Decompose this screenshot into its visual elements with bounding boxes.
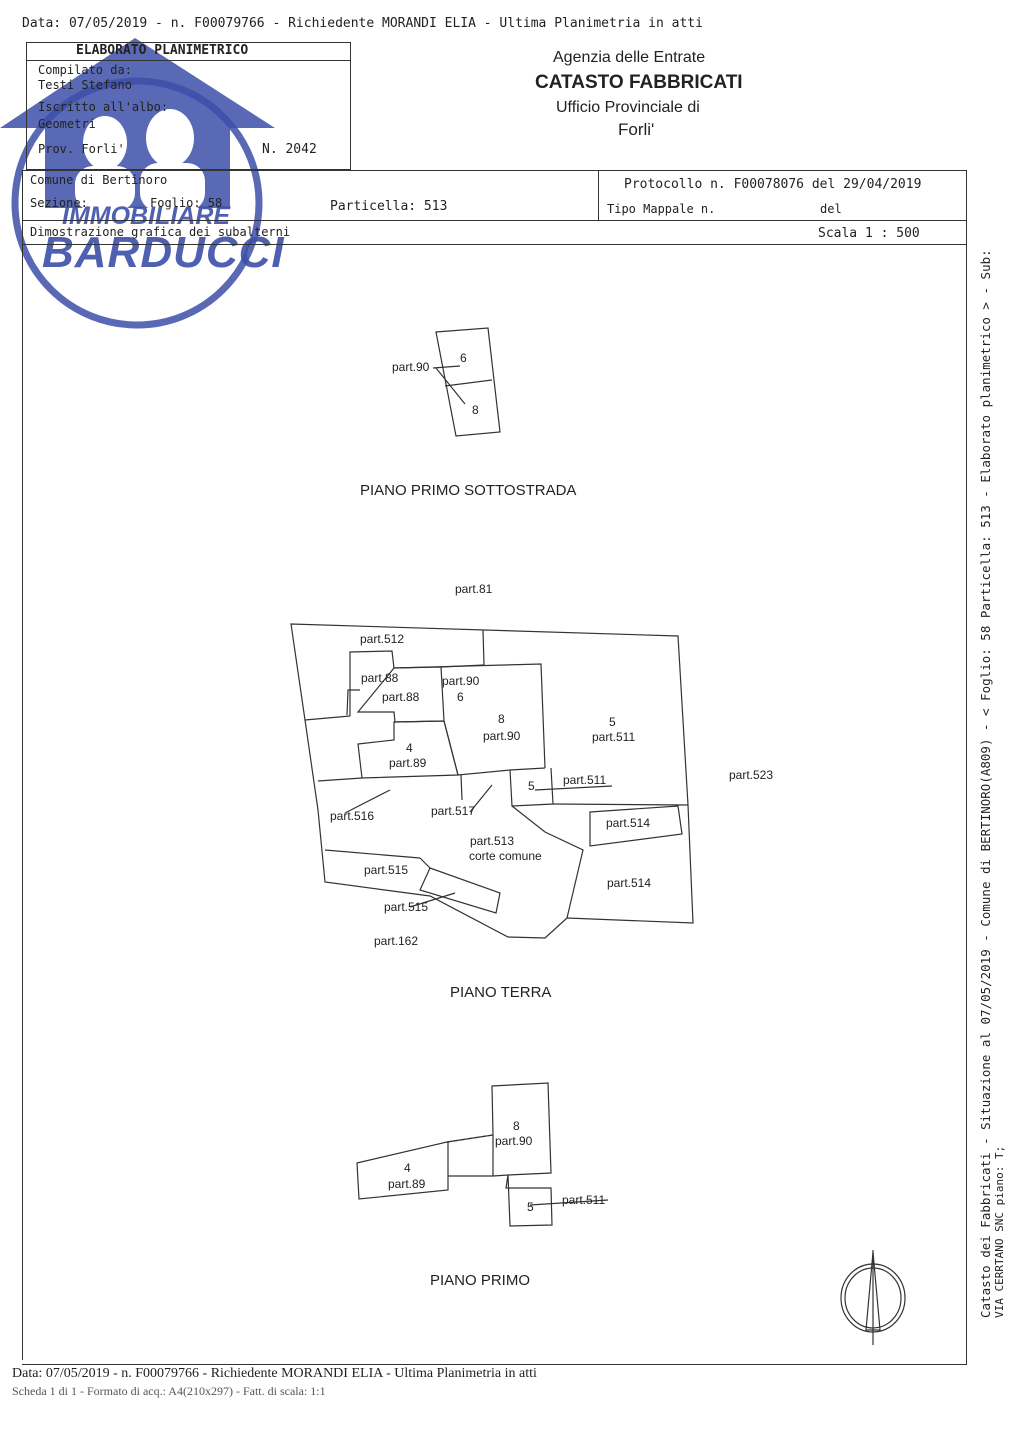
- label-t-p88a: part.88: [361, 671, 399, 685]
- label-p-5: 5: [527, 1200, 534, 1214]
- label-t-p516: part.516: [330, 809, 374, 823]
- label-p-8: 8: [513, 1119, 520, 1133]
- label-t-p90b: part.90: [483, 729, 521, 743]
- agency-name: Agenzia delle Entrate: [553, 49, 706, 66]
- dimostrazione: Dimostrazione grafica dei subalterni: [30, 225, 291, 239]
- house-icon: [0, 38, 275, 208]
- compilato-label: Compilato da:: [38, 63, 132, 77]
- label-t-p517: part.517: [431, 804, 475, 818]
- label-t-p515a: part.515: [364, 863, 408, 877]
- label-s-part90: part.90: [392, 360, 430, 374]
- del-label: del: [820, 202, 842, 216]
- person-icon: [83, 116, 127, 170]
- label-t-4: 4: [406, 741, 413, 755]
- agency-ufficio: Ufficio Provinciale di: [556, 99, 700, 116]
- label-s-8: 8: [472, 403, 479, 417]
- plan-sottostrada-shape: [435, 327, 501, 437]
- side-text-1: Catasto dei Fabbricati - Situazione al 0…: [978, 249, 993, 1318]
- foglio: Foglio: 58: [150, 196, 223, 210]
- person-icon: [146, 109, 194, 167]
- agency-city: Forli': [618, 120, 655, 139]
- title-terra: PIANO TERRA: [450, 984, 551, 1001]
- label-t-p90a: part.90: [442, 674, 480, 688]
- label-t-5a: 5: [609, 715, 616, 729]
- label-t-6: 6: [457, 690, 464, 704]
- iscritto-label: Iscritto all'albo:: [38, 100, 169, 114]
- header-box: [26, 42, 351, 170]
- prov-label: Prov. Forli': [38, 142, 125, 156]
- label-t-p511a: part.511: [592, 730, 635, 744]
- tipo-mappale: Tipo Mappale n.: [607, 202, 716, 216]
- plan-terra-outline: [290, 623, 694, 939]
- top-header-line: Data: 07/05/2019 - n. F00079766 - Richie…: [22, 16, 703, 31]
- label-t-8: 8: [498, 712, 505, 726]
- watermark-logo: [0, 38, 275, 329]
- header-title: ELABORATO PLANIMETRICO: [76, 43, 249, 58]
- label-t-p81: part.81: [455, 582, 493, 596]
- label-t-p515b: part.515: [384, 900, 428, 914]
- label-t-p162: part.162: [374, 934, 418, 948]
- label-p-p511: part.511: [562, 1193, 605, 1207]
- scala: Scala 1 : 500: [818, 226, 920, 241]
- label-s-6: 6: [460, 351, 467, 365]
- agency-catasto: CATASTO FABBRICATI: [535, 72, 743, 93]
- sezione: Sezione:: [30, 196, 88, 210]
- label-p-4: 4: [404, 1161, 411, 1175]
- comune: Comune di Bertinoro: [30, 173, 168, 187]
- label-t-corte: corte comune: [469, 849, 542, 863]
- label-t-p523: part.523: [729, 768, 773, 782]
- label-t-p513: part.513: [470, 834, 514, 848]
- label-p-p90: part.90: [495, 1134, 533, 1148]
- label-t-p511b: part.511: [563, 773, 606, 787]
- label-p-p89: part.89: [388, 1177, 426, 1191]
- footer-line1: Data: 07/05/2019 - n. F00079766 - Richie…: [12, 1366, 537, 1381]
- watermark-line1: IMMOBILIARE: [62, 202, 231, 230]
- label-t-p514b: part.514: [607, 876, 651, 890]
- side-text-2: VIA CERRTANO SNC piano: T;: [993, 1145, 1006, 1318]
- plan-primo-shape: [356, 1082, 553, 1227]
- label-t-p89: part.89: [389, 756, 427, 770]
- label-t-p88b: part.88: [382, 690, 420, 704]
- north-arrow-icon: [840, 1250, 906, 1345]
- title-sottostrada: PIANO PRIMO SOTTOSTRADA: [360, 482, 576, 499]
- protocollo: Protocollo n. F00078076 del 29/04/2019: [624, 177, 922, 192]
- label-t-5b: 5: [528, 779, 535, 793]
- label-t-p512: part.512: [360, 632, 404, 646]
- particella: Particella: 513: [330, 199, 448, 214]
- label-t-p514a: part.514: [606, 816, 650, 830]
- watermark-line2: BARDUCCI: [42, 228, 285, 277]
- footer-line2: Scheda 1 di 1 - Formato di acq.: A4(210x…: [12, 1384, 326, 1398]
- iscritto-value: Geometri: [38, 117, 96, 131]
- title-primo: PIANO PRIMO: [430, 1272, 530, 1289]
- albo-number: N. 2042: [262, 142, 317, 157]
- compilato-value: Testi Stefano: [38, 78, 132, 92]
